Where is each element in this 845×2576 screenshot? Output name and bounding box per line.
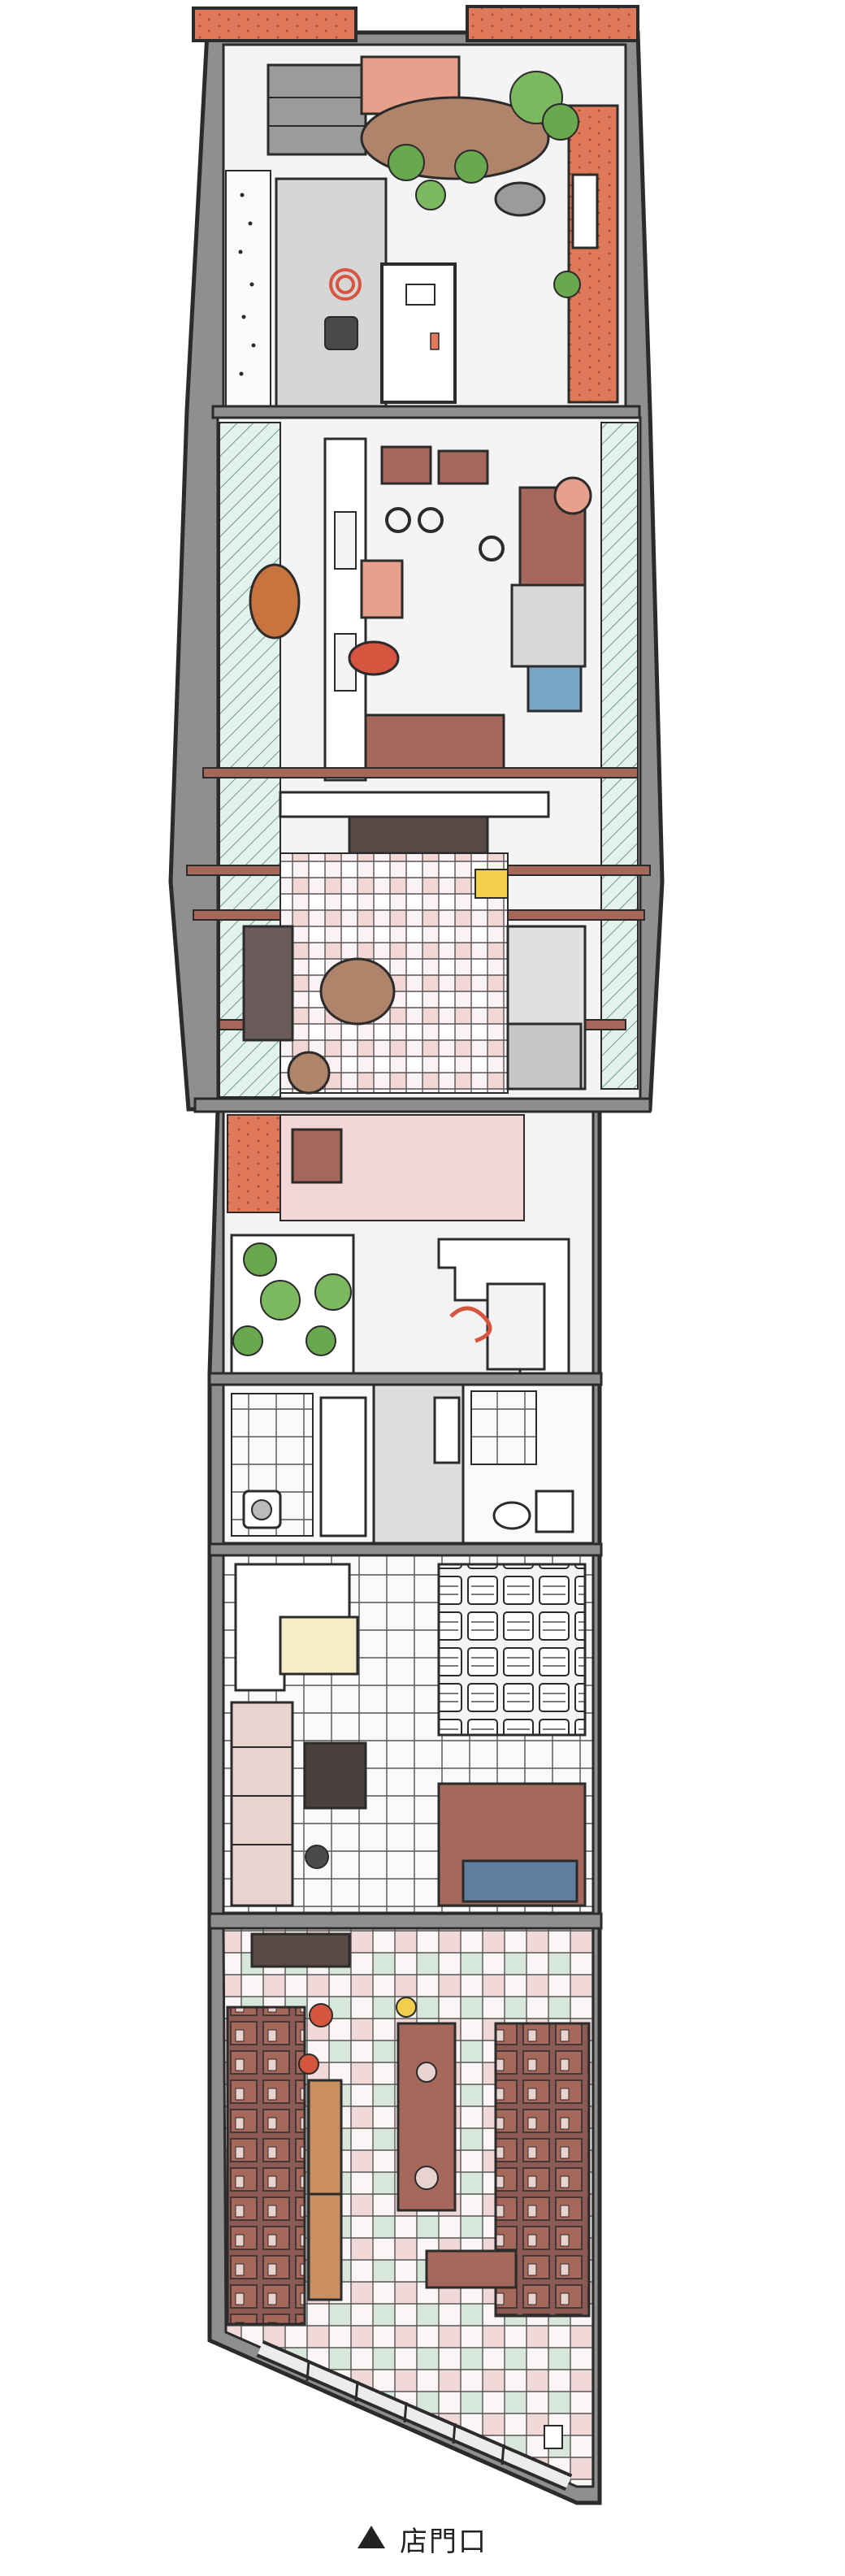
orange-ball (309, 2003, 333, 2027)
roof-brick-right (466, 5, 639, 42)
third-floor-partition (323, 437, 367, 782)
stool (287, 1051, 331, 1095)
back-counter (250, 1932, 351, 1968)
blue-bins (462, 1859, 578, 1903)
checkout-desk (425, 2249, 518, 2289)
washing-machine-door (251, 1499, 272, 1520)
beam (202, 767, 639, 778)
hose-reel (329, 268, 362, 301)
rooftop-shelf (266, 63, 367, 156)
rooftop-brick-wall (567, 104, 619, 404)
fridge (506, 1022, 583, 1091)
front-mullions (306, 2360, 505, 2465)
toilet (492, 1501, 531, 1530)
rooftop-stair-room (275, 177, 388, 408)
door-window (405, 284, 436, 306)
display-item (414, 2166, 439, 2190)
tall-shelf (230, 1701, 294, 1907)
triangle-up-icon (358, 2525, 385, 2548)
storage-cabinet (279, 1615, 359, 1676)
crate (291, 1128, 343, 1184)
storage-box (437, 449, 489, 485)
stool (305, 1845, 329, 1869)
rooftop-chair (324, 316, 358, 350)
chair-yellow (474, 869, 509, 899)
orange-ball (298, 2053, 319, 2075)
floor-slab-4 (208, 1542, 603, 1557)
shop-front-glass-inner (258, 2343, 571, 2488)
round-table (249, 563, 301, 640)
appliance (510, 583, 587, 668)
dining-table (348, 815, 489, 855)
shelf-wall-left (226, 2006, 306, 2326)
rooftop-window (571, 173, 599, 249)
rooftop-door[interactable] (380, 262, 457, 404)
bicycle-wheel (479, 536, 505, 562)
wall-dots (238, 193, 256, 376)
entrance-text: 店門口 (400, 2526, 488, 2558)
tiled-floor (280, 852, 509, 1094)
bathroom-door[interactable] (433, 1396, 461, 1464)
entrance-label: 店門口 (0, 2519, 845, 2559)
floor-slab-3 (208, 1372, 603, 1386)
work-table (303, 1741, 367, 1810)
bathroom-tiles (470, 1390, 537, 1465)
floor-sign (544, 2425, 563, 2449)
side-counter (307, 2079, 343, 2204)
storage-box (364, 713, 505, 774)
floor-slab-1 (211, 405, 641, 419)
barrel (553, 476, 592, 515)
side-counter (307, 2192, 343, 2301)
floor-slab-2 (193, 1097, 652, 1113)
plant-cluster (232, 1242, 352, 1356)
cabinet (319, 1396, 367, 1537)
third-floor-right-wall (600, 422, 639, 1090)
display-item (416, 2062, 437, 2083)
hose (449, 1306, 492, 1343)
storage-box (380, 445, 432, 485)
sink (535, 1490, 574, 1533)
roof-brick-left (192, 7, 358, 42)
door-handle (430, 332, 440, 350)
shelf-unit (486, 1282, 546, 1371)
counter (279, 791, 550, 818)
plant-cluster (360, 71, 581, 298)
rooftop-side-wall (225, 170, 271, 407)
floor-slab-5 (208, 1912, 603, 1930)
coffee-table (319, 957, 396, 1026)
partition-door-1[interactable] (334, 511, 357, 570)
bookshelf (242, 925, 294, 1042)
appliance (526, 665, 583, 713)
tire (348, 640, 400, 676)
yellow-item (396, 1997, 417, 2018)
crate-stack (437, 1563, 587, 1737)
bicycle-wheel (385, 507, 411, 533)
brick-wall-left (227, 1114, 281, 1213)
bicycle-wheel (418, 507, 444, 533)
storage-box (360, 559, 404, 619)
